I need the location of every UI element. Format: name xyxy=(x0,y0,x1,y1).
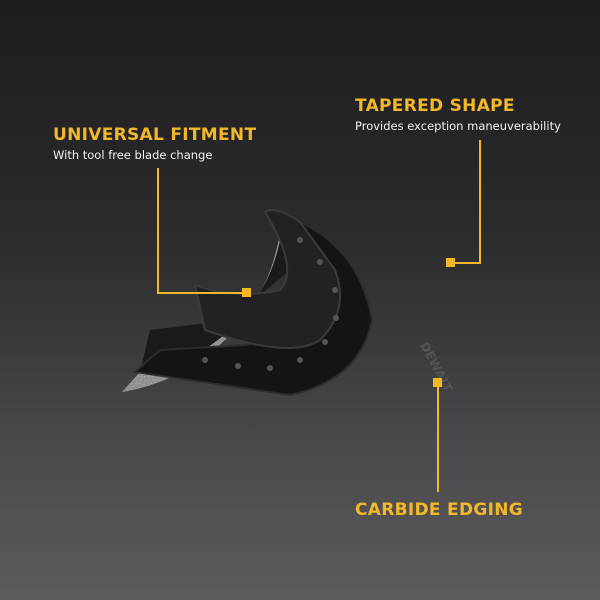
oscillating-blade: DEWALT xyxy=(122,203,455,397)
callout-title-tapered-shape: TAPERED SHAPE xyxy=(355,96,515,116)
blade-hub xyxy=(193,209,341,349)
callout-subtitle-tapered-shape: Provides exception maneuverability xyxy=(355,119,561,133)
callout-title-universal-fitment: UNIVERSAL FITMENT xyxy=(53,125,257,145)
rivet-holes xyxy=(202,237,339,371)
callout-title-carbide-edging: CARBIDE EDGING xyxy=(355,500,524,520)
callout-markers xyxy=(242,258,455,387)
callout-subtitle-universal-fitment: With tool free blade change xyxy=(53,148,213,162)
blade-body xyxy=(140,228,300,372)
callout-lines xyxy=(157,140,481,492)
